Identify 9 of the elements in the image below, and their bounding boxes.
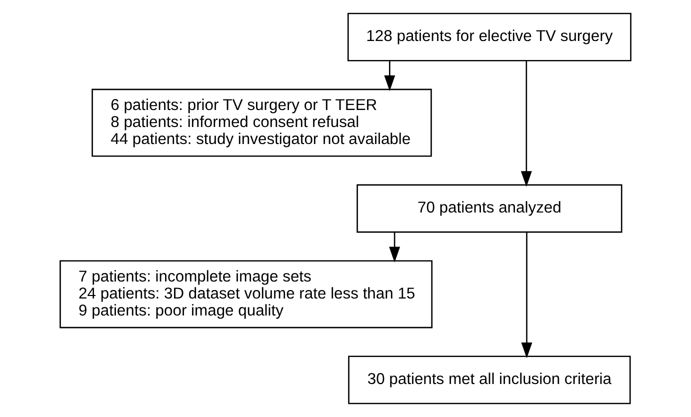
node-box: 7 patients: incomplete image sets 24 patients: 3D dataset volume rate less than 15 9 patients: poor image quality xyxy=(60,260,433,328)
node-box: 70 patients analyzed xyxy=(356,184,622,233)
node-box: 30 patients met all inclusion criteria xyxy=(348,356,631,404)
node-box: 6 patients: prior TV surgery or T TEER 8 patients: informed consent refusal 44 patients: study investigator not available xyxy=(92,88,432,157)
arrow xyxy=(389,232,400,263)
arrow xyxy=(520,60,532,187)
arrow xyxy=(521,232,532,358)
node-box: 128 patients for elective TV surgery xyxy=(347,12,632,62)
arrow xyxy=(384,60,396,92)
